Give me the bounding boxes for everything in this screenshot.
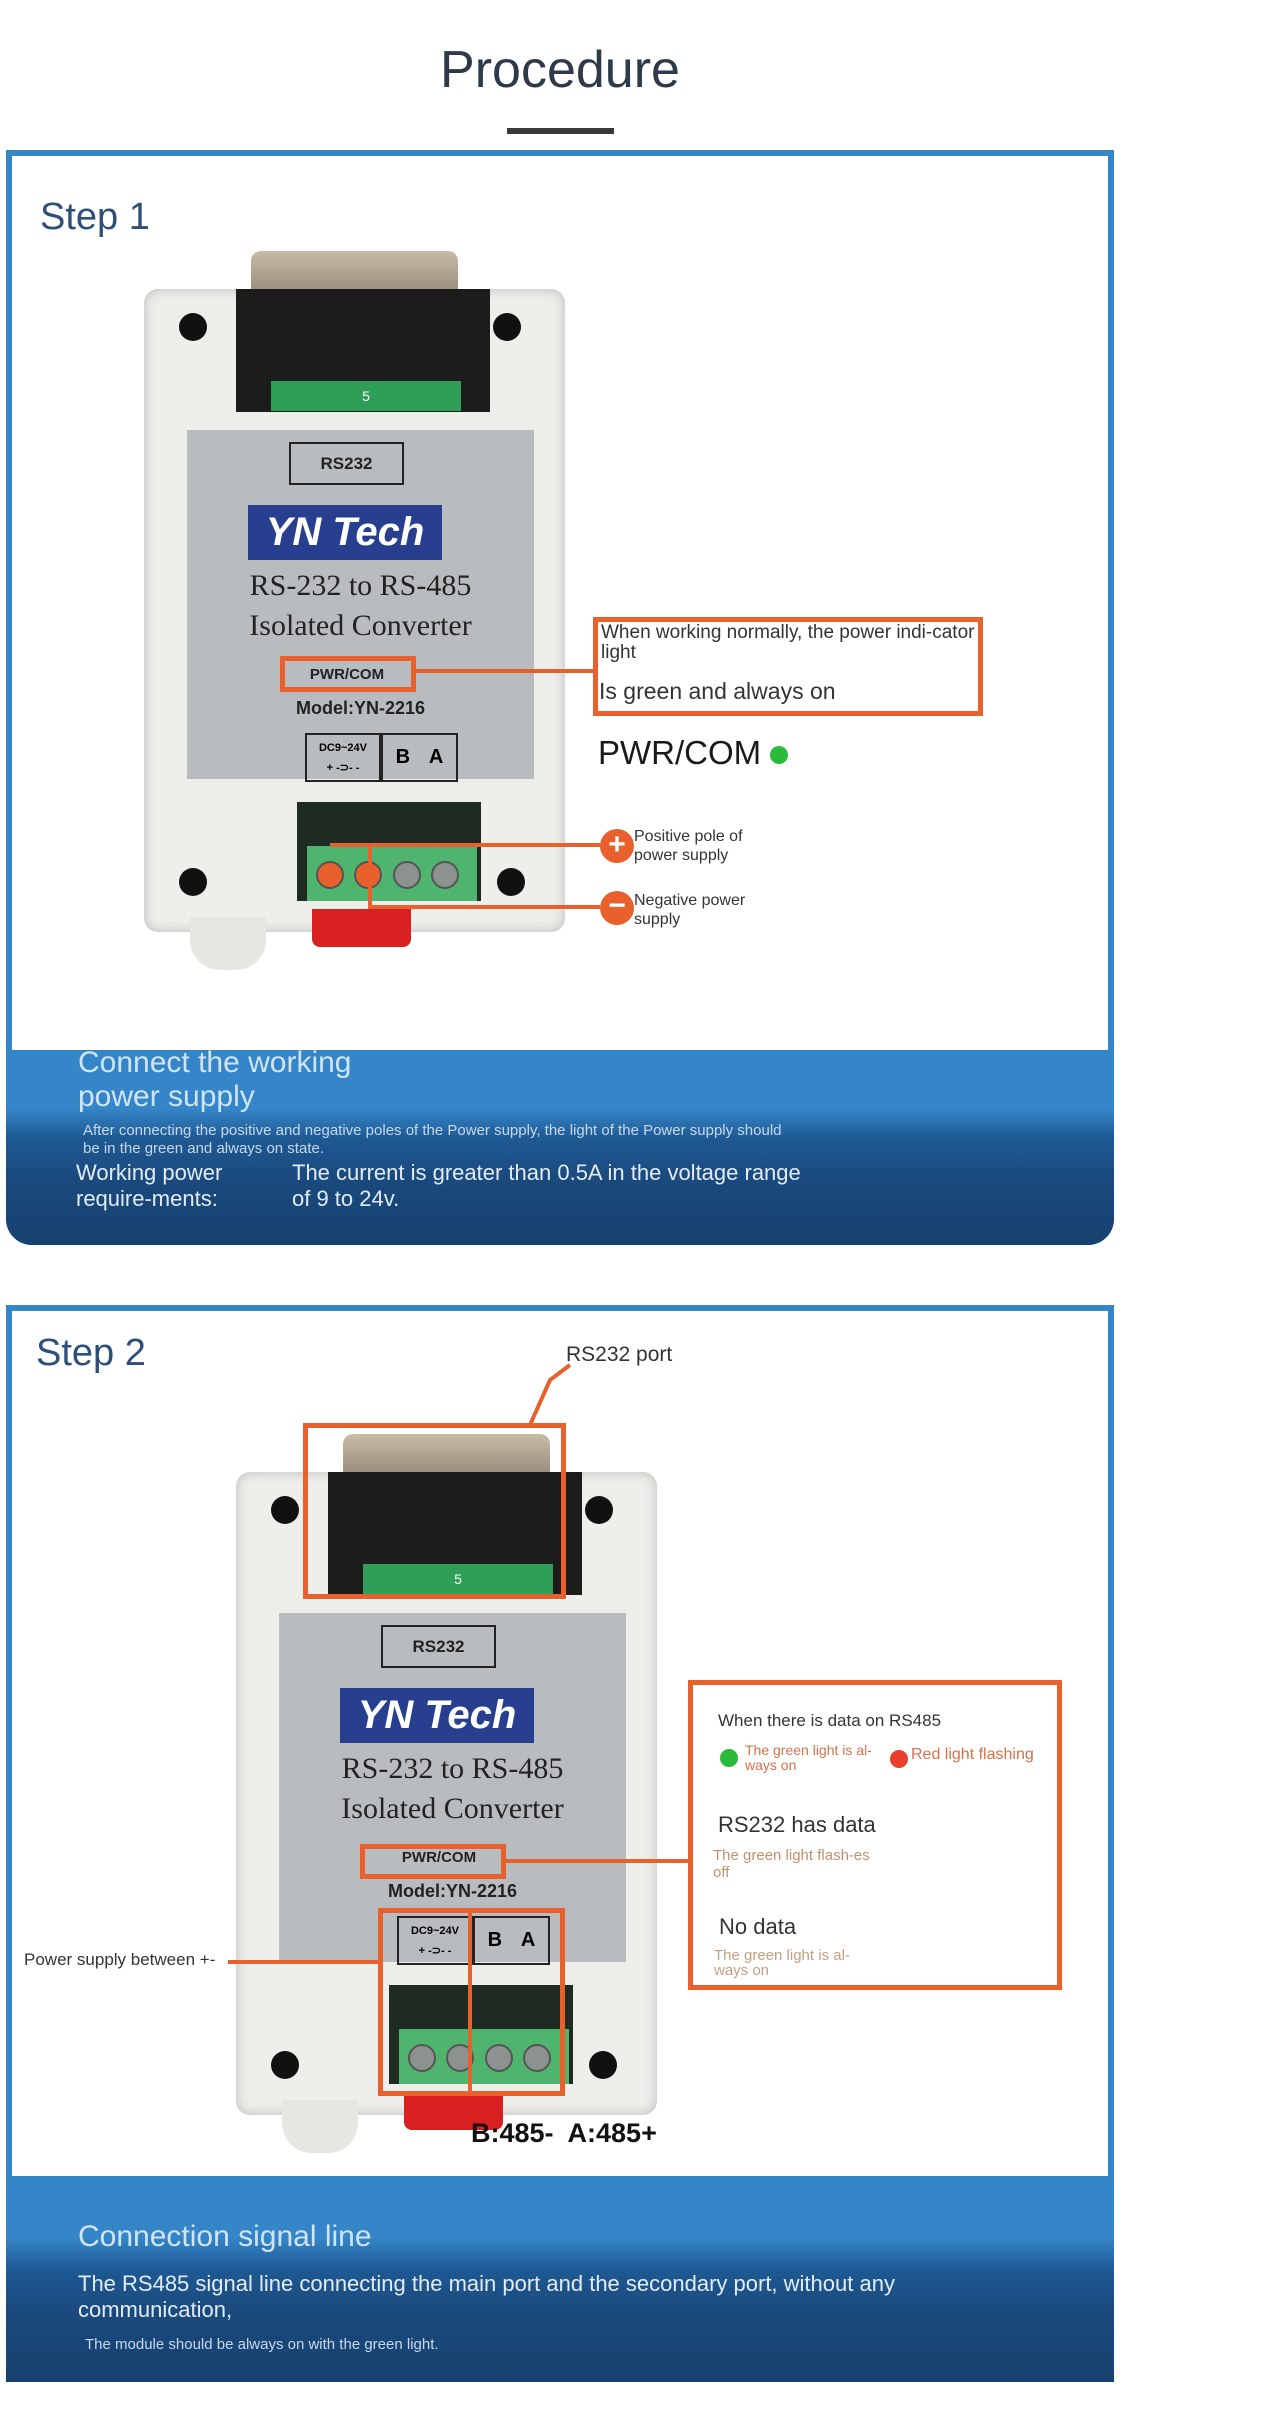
model-label: Model:YN-2216: [387, 1881, 518, 1901]
title-divider: [507, 128, 614, 134]
step2-footer-note: The module should be always on with the …: [85, 2336, 439, 2353]
ba-label: B A: [381, 733, 458, 782]
port-pointer-line: [528, 1363, 572, 1426]
pcb-number: 5: [271, 381, 461, 411]
plus-icon: +: [600, 829, 634, 863]
dc-label: DC9~24V+ -⊃- -: [305, 733, 381, 782]
pcb-number: 5: [363, 1564, 553, 1594]
power-between-label: Power supply between +-: [24, 1950, 216, 1969]
power-callout-box: [593, 617, 983, 716]
led-status-box: [688, 1680, 1062, 1990]
rs232-heading: RS232 has data: [718, 1812, 876, 1837]
product-line2: Isolated Converter: [341, 1792, 564, 1825]
indicator-label: PWR/COM: [598, 734, 762, 771]
brand-logo: YN Tech: [340, 1688, 534, 1743]
power-callout-text2: Is green and always on: [599, 678, 836, 704]
negative-label: Negative power supply: [634, 892, 746, 928]
db9-highlight-box: [303, 1423, 566, 1599]
red-led-icon: [890, 1750, 908, 1768]
requirements-label: Working power require-ments:: [76, 1160, 223, 1211]
rs232-tag: RS232: [381, 1625, 496, 1668]
minus-icon: −: [600, 891, 634, 925]
step1-footer-title: Connect the working power supply: [78, 1046, 352, 1113]
product-line2: Isolated Converter: [249, 609, 472, 642]
pwr-highlight-box: [280, 656, 416, 692]
step2-footer-body: The RS485 signal line connecting the mai…: [78, 2271, 895, 2322]
model-label: Model:YN-2216: [295, 698, 426, 718]
rs485-heading: When there is data on RS485: [718, 1711, 942, 1730]
step1-footer-note: After connecting the positive and negati…: [83, 1122, 782, 1157]
rs232-port-label: RS232 port: [566, 1343, 673, 1366]
green-flashes-off-text: The green light flash-es off: [713, 1847, 870, 1881]
rs232-tag: RS232: [289, 442, 404, 485]
brand-logo: YN Tech: [248, 505, 442, 560]
positive-label: Positive pole of power supply: [634, 828, 743, 864]
pwr-led-label: PWR/COM: [309, 666, 385, 683]
green-led-icon: [770, 746, 788, 764]
dc-label: DC9~24V+ -⊃- -: [397, 1916, 473, 1965]
requirements-value: The current is greater than 0.5A in the …: [292, 1160, 801, 1211]
page-title: Procedure: [440, 41, 680, 99]
converter-device-image: 5 RS232 YN Tech RS-232 to RS-485 Isolate…: [141, 251, 565, 971]
product-line1: RS-232 to RS-485: [249, 569, 472, 602]
green-always-on-text: The green light is al-ways on: [745, 1742, 872, 1773]
product-line1: RS-232 to RS-485: [341, 1752, 564, 1785]
power-callout-text: When working normally, the power indi-ca…: [601, 622, 975, 663]
nodata-heading: No data: [719, 1914, 797, 1939]
pwr-highlight-box-2: [360, 1844, 506, 1879]
ba-label: B A: [473, 1916, 550, 1965]
terminal-labels: B:485- A:485+: [471, 2118, 657, 2148]
pwr-led-label: PWR/COM: [401, 1849, 477, 1866]
nodata-green-text: The green light is al-ways on: [714, 1947, 850, 1979]
step1-label: Step 1: [40, 196, 150, 238]
step2-footer-title: Connection signal line: [78, 2220, 372, 2253]
step2-label: Step 2: [36, 1332, 146, 1374]
red-flashing-text: Red light flashing: [911, 1746, 1034, 1763]
green-led-icon: [720, 1749, 738, 1767]
